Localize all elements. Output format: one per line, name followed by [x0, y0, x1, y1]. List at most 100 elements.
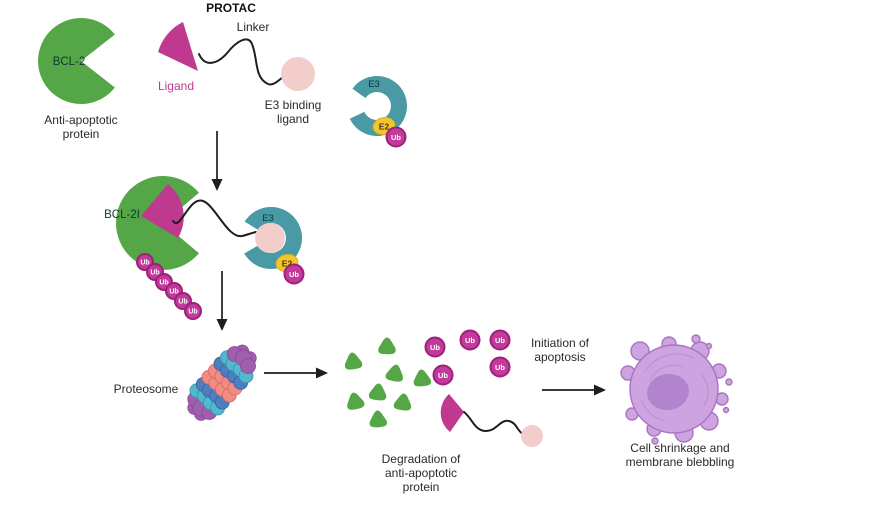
e3-binding-ligand-circle [281, 57, 315, 91]
linker-line [198, 38, 284, 86]
proteosome-label: Proteosome [114, 382, 179, 396]
cytoplasm-swirl [649, 364, 685, 382]
proteosome-bead [240, 358, 256, 374]
ubiquitin: Ub [283, 263, 305, 285]
linker-line-complex [172, 199, 257, 238]
ternary-complex-group: BCL-2I E3 E2 Ub Ub Ub Ub [104, 175, 305, 320]
polyubiquitin-chain: Ub Ub Ub Ub Ub Ub [136, 253, 202, 320]
recycled-protac [440, 394, 543, 447]
ub-circle [424, 336, 446, 358]
apoptotic-cell-group: Cell shrinkage and membrane blebbling [620, 334, 735, 469]
cytoplasm-swirl [644, 353, 695, 373]
apoptotic-body [705, 342, 713, 350]
e3-binding-caption-line1: E3 binding [265, 98, 322, 112]
degradation-caption-line1: Degradation of [382, 452, 461, 466]
ubiquitin: Ub [385, 126, 407, 148]
ub-label: Ub [178, 299, 187, 306]
ub-label: Ub [430, 343, 440, 352]
cytoplasm-swirl [700, 373, 709, 407]
ub-circle [489, 329, 511, 351]
e2-label: E2 [379, 122, 390, 132]
arrow-head [211, 179, 223, 191]
apoptotic-body [651, 437, 659, 445]
ub-circle [489, 356, 511, 378]
arrow-down-2 [216, 271, 228, 331]
anti-apoptotic-caption-line2: protein [63, 127, 100, 141]
initiation-caption-line2: apoptosis [534, 350, 585, 364]
apoptotic-body [725, 378, 733, 386]
protein-fragment [384, 363, 406, 383]
linker-label: Linker [237, 20, 270, 34]
e3-binding-ligand-docked [255, 223, 285, 253]
e3-binding-caption-line2: ligand [277, 112, 309, 126]
ub-label: Ub [465, 336, 475, 345]
protein-fragment [368, 409, 388, 428]
bcl2-pacman-shape [38, 18, 115, 105]
ligand-label: Ligand [158, 79, 194, 93]
apoptotic-body [691, 334, 701, 344]
degradation-caption-line2: anti-apoptotic [385, 466, 457, 480]
bcl2-protein-group: BCL-2 Anti-apoptotic protein [38, 18, 118, 141]
ub-label: Ub [169, 289, 178, 296]
arrow-down-1 [211, 131, 223, 191]
ub-label: Ub [495, 336, 505, 345]
arrow-head [594, 384, 606, 396]
degradation-group: Ub Ub Ub Ub Ub Degradation of anti-apopt… [343, 329, 543, 494]
ubiquitin: Ub [165, 282, 183, 300]
ubiquitin: Ub [432, 364, 454, 386]
cytoplasm-swirl [640, 399, 665, 422]
linker-line-recycled [463, 411, 524, 435]
e3-label-complex: E3 [262, 213, 274, 224]
ub-label: Ub [140, 260, 149, 267]
ubiquitin: Ub [459, 329, 481, 351]
ub-label: Ub [289, 270, 299, 279]
ub-label: Ub [495, 363, 505, 372]
arrow-head [316, 367, 328, 379]
bcl2i-label: BCL-2I [104, 209, 140, 221]
ub-circle [432, 364, 454, 386]
ub-circle [385, 126, 407, 148]
proteosome-barrel [187, 344, 257, 421]
protein-fragment [368, 382, 388, 402]
e3-label: E3 [368, 79, 380, 90]
ligand-wedge-shape [158, 22, 198, 71]
cell-caption-line2: membrane blebbling [626, 455, 735, 469]
initiation-caption-line1: Initiation of [531, 336, 590, 350]
ub-label: Ub [438, 371, 448, 380]
bcl2-label: BCL-2 [53, 56, 86, 68]
arrow-head [216, 319, 228, 331]
e3-ligase-free-group: E3 E2 Ub [349, 76, 407, 148]
ubiquitin: Ub [184, 302, 202, 320]
protac-title: PROTAC [206, 1, 256, 15]
cell-caption-line1: Cell shrinkage and [630, 441, 729, 455]
ubiquitin: Ub [489, 329, 511, 351]
anti-apoptotic-caption-line1: Anti-apoptotic [44, 113, 117, 127]
ub-label: Ub [150, 270, 159, 277]
apoptosis-arrow-group: Initiation of apoptosis [531, 336, 606, 396]
arrow-right-1 [264, 367, 328, 379]
ligand-wedge-recycled [440, 394, 464, 432]
protein-fragment [378, 337, 396, 355]
ub-circle [459, 329, 481, 351]
ub-label: Ub [391, 133, 401, 142]
protein-fragment [393, 392, 413, 412]
ub-circle [184, 302, 202, 320]
proteosome-group: Proteosome [114, 344, 257, 421]
ub-label: Ub [188, 309, 197, 316]
e3-binding-ligand-recycled [521, 425, 543, 447]
ub-label: Ub [159, 280, 168, 287]
cell-nucleus [647, 373, 689, 411]
e2-label-complex: E2 [282, 259, 293, 269]
ubiquitin: Ub [489, 356, 511, 378]
protac-molecule-group: PROTAC Ligand Linker E3 binding ligand [158, 1, 321, 126]
protein-fragment [344, 390, 366, 411]
ligand-wedge-docked [141, 184, 184, 238]
protein-fragment [343, 351, 363, 371]
protein-fragment [412, 368, 432, 387]
ub-circle [283, 263, 305, 285]
ubiquitin: Ub [424, 336, 446, 358]
degradation-caption-line3: protein [403, 480, 440, 494]
apoptotic-body [722, 406, 730, 414]
